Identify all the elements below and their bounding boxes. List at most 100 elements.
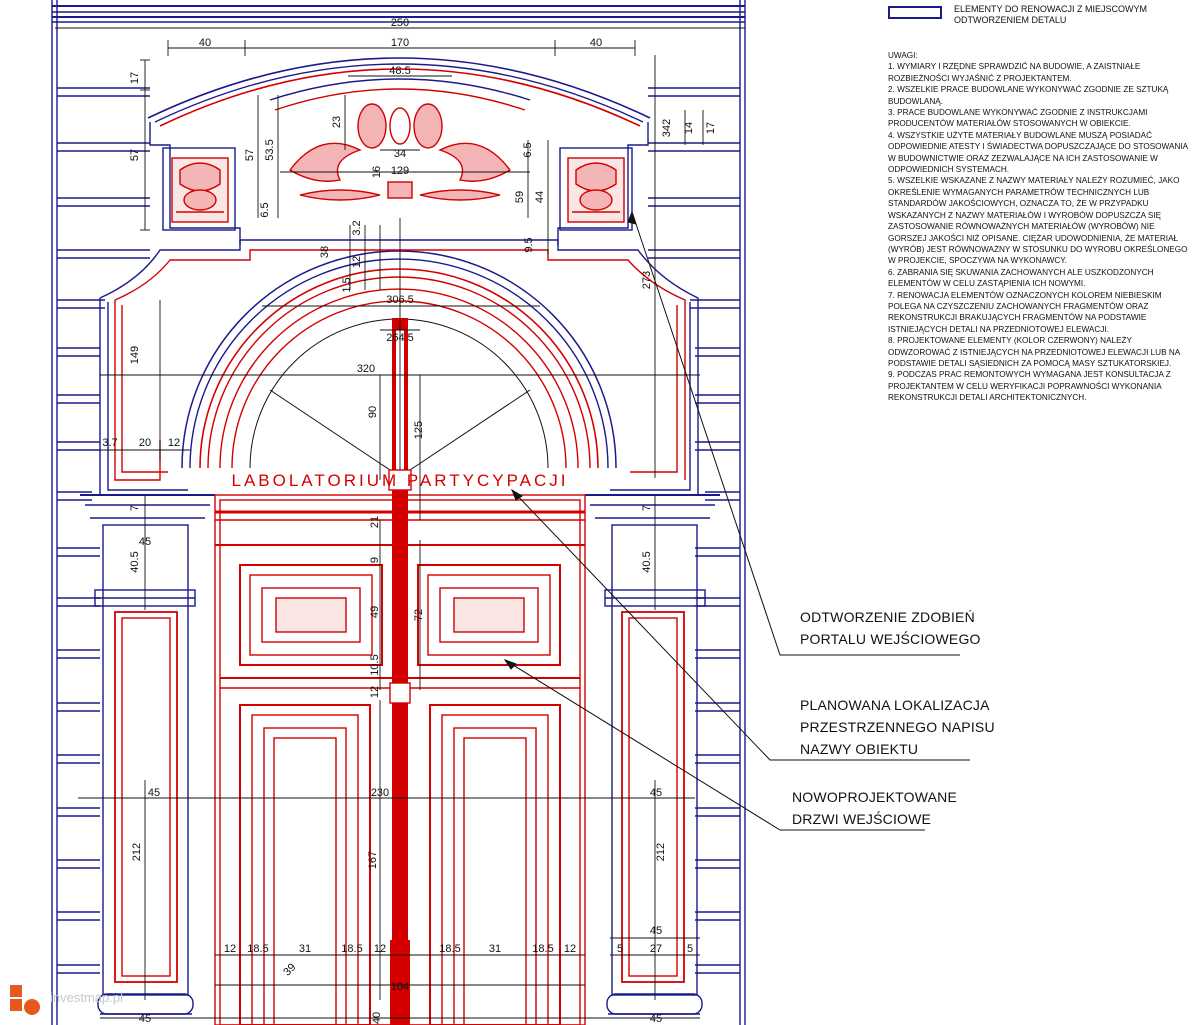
note-1: 1. WYMIARY I RZĘDNE SPRAWDZIĆ NA BUDOWIE… xyxy=(888,62,1141,83)
callout-doors: NOWOPROJEKTOWANE DRZWI WEJŚCIOWE xyxy=(792,786,957,830)
dim-h273: 273 xyxy=(641,271,653,289)
dim-h12b: 12 xyxy=(369,686,381,698)
dim-h129: 129 xyxy=(391,165,409,177)
note-6: 6. ZABRANIA SIĘ SKUWANIA ZACHOWANYCH ALE… xyxy=(888,267,1154,289)
dim-span320: 320 xyxy=(357,363,375,375)
dim-b18-5a: 18.5 xyxy=(247,943,268,955)
dim-d20: 20 xyxy=(139,437,151,449)
dim-h57b: 57 xyxy=(244,149,256,161)
dim-h6-5b: 6.5 xyxy=(522,142,534,157)
dim-b5b: 5 xyxy=(687,943,693,955)
right-corbel xyxy=(567,157,625,223)
dim-b45-bottom-left: 45 xyxy=(139,1013,151,1025)
dim-b31a: 31 xyxy=(299,943,311,955)
dim-h125: 125 xyxy=(413,421,425,439)
dim-h9-5: 9.5 xyxy=(523,237,535,252)
dim-d3-7: 3.7 xyxy=(102,437,117,449)
dim-h149: 149 xyxy=(129,346,141,364)
dim-b45-bottom-right: 45 xyxy=(650,1013,662,1025)
leader-lines xyxy=(503,210,970,831)
dim-b18-5d: 18.5 xyxy=(532,943,553,955)
notes-title: UWAGI: xyxy=(888,51,918,60)
dimension-lines xyxy=(55,27,745,1019)
dim-b5a: 5 xyxy=(617,943,623,955)
dim-h212-left: 212 xyxy=(131,843,143,861)
dim-h10-5: 10.5 xyxy=(369,654,381,675)
dim-side-right: 40 xyxy=(590,37,602,49)
dim-b104: 104 xyxy=(391,981,409,993)
dim-b40: 40 xyxy=(371,1012,383,1024)
note-3: 3. PRACE BUDOWLANE WYKONYWAĆ ZGODNIE Z I… xyxy=(888,108,1148,129)
existing-facade xyxy=(51,0,746,1025)
notes-block: UWAGI: 1. WYMIARY I RZĘDNE SPRAWDZIĆ NA … xyxy=(888,50,1188,404)
dim-h7-left: 7 xyxy=(129,505,141,511)
dim-side-left: 40 xyxy=(199,37,211,49)
dim-h38: 38 xyxy=(319,246,331,258)
callout-portal-line-2: PORTALU WEJŚCIOWEGO xyxy=(800,631,981,647)
legend-swatch xyxy=(888,6,942,19)
dim-h59: 59 xyxy=(514,191,526,203)
dim-b12c: 12 xyxy=(564,943,576,955)
dim-h21: 21 xyxy=(369,516,381,528)
left-corbel xyxy=(171,157,229,223)
dim-h14: 14 xyxy=(683,122,695,134)
dim-h23: 23 xyxy=(331,116,343,128)
dim-b45: 45 xyxy=(650,925,662,937)
dim-w45-right: 45 xyxy=(650,787,662,799)
dim-h45-left: 45 xyxy=(139,536,151,548)
callout-sign-location: PLANOWANA LOKALIZACJA PRZESTRZENNEGO NAP… xyxy=(800,694,995,760)
dim-h16: 16 xyxy=(371,166,383,178)
rustication-right xyxy=(648,87,740,974)
callout-doors-line-2: DRZWI WEJŚCIOWE xyxy=(792,811,932,827)
dim-b12b: 12 xyxy=(374,943,386,955)
dim-h6-5a: 6.5 xyxy=(259,202,271,217)
dim-h342: 342 xyxy=(661,119,673,137)
watermark-text: investmap.pl xyxy=(50,990,123,1005)
note-4: 4. WSZYSTKIE UŻYTE MATERIAŁY BUDOWLANE M… xyxy=(888,130,1188,175)
dim-arch-width: 306.5 xyxy=(386,294,414,306)
dim-h34: 34 xyxy=(394,148,406,160)
dim-h40-5-right: 40.5 xyxy=(641,551,653,572)
dim-center: 170 xyxy=(391,37,409,49)
dim-h9: 9 xyxy=(369,557,381,563)
legend-text: ELEMENTY DO RENOWACJI Z MIEJSCOWYM ODTWO… xyxy=(954,4,1148,25)
sign-text: LABOLATORIUM PARTYCYPACJI xyxy=(232,471,569,490)
investmap-logo-icon xyxy=(8,985,44,1019)
dim-b31b: 31 xyxy=(489,943,501,955)
note-2: 2. WSZELKIE PRACE BUDOWLANE WYKONYWAĆ ZG… xyxy=(888,85,1169,106)
dim-h12: 12 xyxy=(351,256,363,268)
callout-sign-line-1: PLANOWANA LOKALIZACJA xyxy=(800,697,990,713)
callout-sign-line-3: NAZWY OBIEKTU xyxy=(800,741,919,757)
dim-h167: 167 xyxy=(367,851,379,869)
dim-h212-right: 212 xyxy=(655,843,667,861)
dim-total-width: 250 xyxy=(391,17,409,29)
dim-h44: 44 xyxy=(534,191,546,203)
note-9: 9. PODCZAS PRAC REMONTOWYCH WYMAGANA JES… xyxy=(888,370,1171,403)
note-5: 5. WSZELKIE WSKAZANE Z NAZWY MATERIAŁY N… xyxy=(888,176,1188,266)
dim-h90: 90 xyxy=(367,406,379,418)
dim-arch-inner: 264.5 xyxy=(386,332,414,344)
dim-d12: 12 xyxy=(168,437,180,449)
dim-b18-5c: 18.5 xyxy=(439,943,460,955)
dim-h40-5-left: 40.5 xyxy=(129,551,141,572)
dim-crown: 48.5 xyxy=(389,65,410,77)
callout-sign-line-2: PRZESTRZENNEGO NAPISU xyxy=(800,719,995,735)
dim-h7-right: 7 xyxy=(641,505,653,511)
dim-b27: 27 xyxy=(650,943,662,955)
callout-portal-line-1: ODTWORZENIE ZDOBIEŃ xyxy=(800,609,975,625)
callout-doors-line-1: NOWOPROJEKTOWANE xyxy=(792,789,957,805)
dim-h17-right: 17 xyxy=(705,122,717,134)
note-7: 7. RENOWACJA ELEMENTÓW OZNACZONYCH KOLOR… xyxy=(888,290,1162,334)
dim-h72: 72 xyxy=(413,609,425,621)
callout-portal: ODTWORZENIE ZDOBIEŃ PORTALU WEJŚCIOWEGO xyxy=(800,606,981,650)
dim-b12a: 12 xyxy=(224,943,236,955)
dim-h49: 49 xyxy=(369,606,381,618)
dim-w45-left: 45 xyxy=(148,787,160,799)
dimension-labels: 250 40 170 40 48.5 17 57 57 53.5 23 34 1… xyxy=(102,17,717,1025)
dim-w230: 230 xyxy=(371,787,389,799)
dim-b39: 39 xyxy=(281,961,298,978)
dim-h17-left: 17 xyxy=(129,72,141,84)
dim-h3-2: 3.2 xyxy=(351,220,363,235)
dim-h1-5: 1.5 xyxy=(341,277,353,292)
dim-h53-5: 53.5 xyxy=(264,139,276,160)
